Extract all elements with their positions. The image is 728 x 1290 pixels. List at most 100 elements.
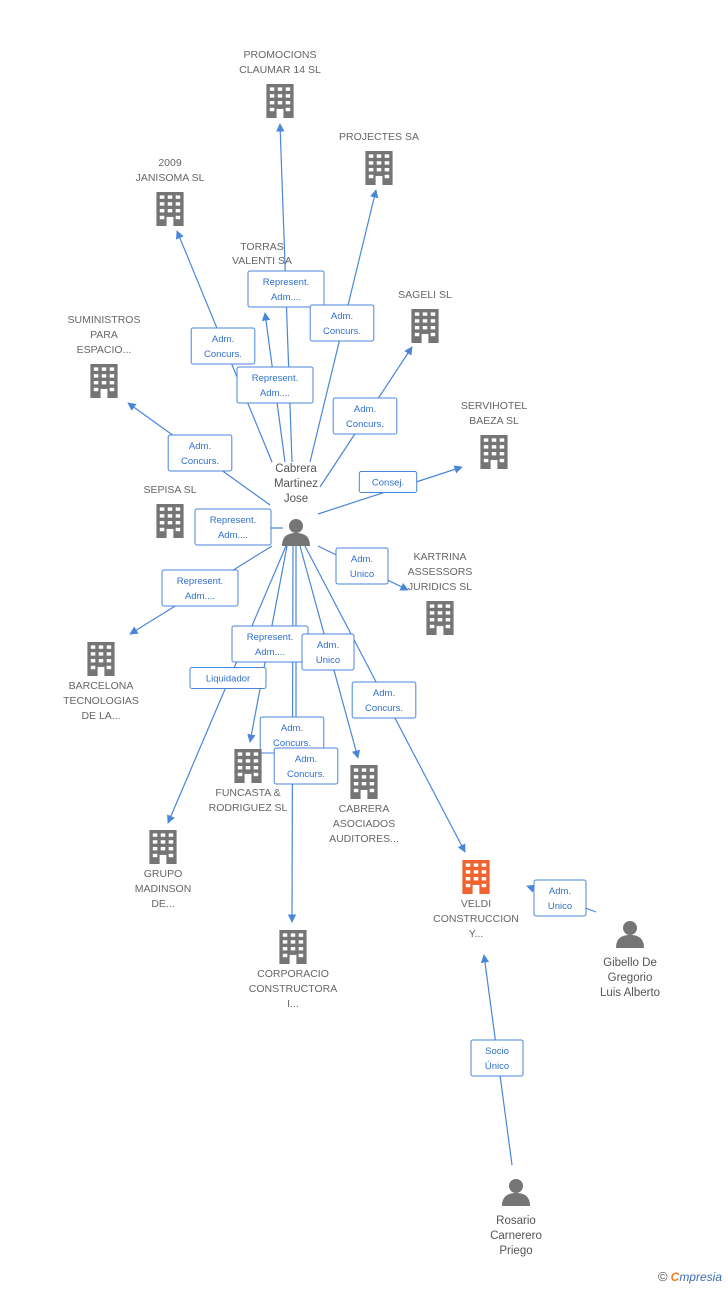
company-name-line: RODRIGUEZ SL <box>209 802 288 814</box>
edge-label-box[interactable] <box>167 434 233 472</box>
edge-label-cabrera-to-funcasta[interactable]: Adm.Concurs. <box>273 747 339 785</box>
footer-brand: ©Cmpresia <box>658 1269 722 1284</box>
company-name-line: CABRERA <box>339 803 390 815</box>
edge-label-text: Adm. <box>354 404 376 415</box>
edge-label-box[interactable] <box>194 508 272 546</box>
company-name-line: SERVIHOTEL <box>461 400 527 412</box>
company-name-line: ASSESSORS <box>408 566 473 578</box>
edge-label-cabrera-to-sageli[interactable]: Adm. Concurs. <box>332 397 398 435</box>
edge-label-cabrera-to-sepisa[interactable]: Represent.Adm.... <box>194 508 272 546</box>
edge-label-box[interactable] <box>533 879 587 917</box>
edge-label-text: Adm.... <box>260 388 290 399</box>
edge-label-cabrera-to-grupo[interactable]: Liquidador <box>189 667 267 689</box>
person-icon <box>282 519 310 546</box>
edge-label-box[interactable] <box>189 667 267 689</box>
building-icon <box>87 642 115 676</box>
company-name-line: GRUPO <box>144 868 183 880</box>
edge-label-cabrera-to-projectes[interactable]: Adm.Concurs. <box>309 304 375 342</box>
edge-label-text: Liquidador <box>206 674 250 685</box>
edge-label-box[interactable] <box>236 366 314 404</box>
company-name-line: ASOCIADOS <box>333 818 395 830</box>
edge-label-text: Concurs. <box>346 419 384 430</box>
edge-label-box[interactable] <box>332 397 398 435</box>
edge-label-text: Concurs. <box>204 349 242 360</box>
edge-label-text: Represent. <box>263 277 309 288</box>
edge-label-text: Concurs. <box>323 326 361 337</box>
edge-label-box[interactable] <box>358 471 418 493</box>
edge-label-text: Único <box>485 1061 509 1072</box>
building-icon <box>156 504 184 538</box>
company-node-corporacio[interactable]: CORPORACIO CONSTRUCTORA I... <box>249 930 337 1010</box>
edge-label-cabrera-to-suministros[interactable]: Adm.Concurs. <box>167 434 233 472</box>
company-name-line: KARTRINA <box>414 551 467 563</box>
company-name-line: VELDI <box>461 898 491 910</box>
company-node-veldi[interactable]: VELDICONSTRUCCIONY... <box>433 860 519 940</box>
company-name-line: I... <box>287 998 299 1010</box>
edge-label-box[interactable] <box>335 547 389 585</box>
edge-label-text: Represent. <box>210 515 256 526</box>
company-name-line: BARCELONA <box>69 680 134 692</box>
edge-label-text: Adm. <box>351 554 373 565</box>
person-name-line: Luis Alberto <box>600 987 660 999</box>
company-node-sageli[interactable]: SAGELI SL <box>398 289 452 343</box>
edge-label-text: Represent. <box>247 632 293 643</box>
brand-logo-initial: C <box>670 1270 680 1284</box>
company-node-suministros[interactable]: SUMINISTROSPARAESPACIO... <box>68 314 141 398</box>
edge-label-cabrera-to-janisoma[interactable]: Adm. Concurs. <box>190 327 256 365</box>
person-icon <box>502 1179 530 1206</box>
company-name-line: CONSTRUCTORA <box>249 983 337 995</box>
edge-label-box[interactable] <box>309 304 375 342</box>
person-name-line: Jose <box>284 493 308 505</box>
company-name-line: AUDITORES... <box>329 833 399 845</box>
person-name-line: Gregorio <box>608 972 653 984</box>
company-node-sepisa[interactable]: SEPISA SL <box>143 484 197 538</box>
company-name-line: SAGELI SL <box>398 289 452 301</box>
edge-label-box[interactable] <box>301 633 355 671</box>
edge-label-cabrera-to-barcelona[interactable]: Represent.Adm.... <box>161 569 239 607</box>
company-name-line: BAEZA SL <box>469 415 519 427</box>
edge-label-text: Unico <box>350 569 374 580</box>
highlighted-building-icon <box>462 860 490 894</box>
brand-logo-text: mpresia <box>679 1270 722 1284</box>
edge-label-box[interactable] <box>161 569 239 607</box>
edge-label-cabrera-to-torras[interactable]: Represent.Adm.... <box>236 366 314 404</box>
edge-label-cabrera-to-veldi[interactable]: Adm.Concurs. <box>351 681 417 719</box>
edge-label-text: Concurs. <box>365 703 403 714</box>
edge-label-cabrera-to-servihotel[interactable]: Consej. <box>358 471 418 493</box>
company-node-grupo[interactable]: GRUPOMADINSONDE... <box>135 830 192 910</box>
company-node-cabrera_aud[interactable]: CABRERA ASOCIADOS AUDITORES... <box>329 765 399 845</box>
edge-label-gibello-to-veldi[interactable]: Adm.Unico <box>533 879 587 917</box>
building-icon <box>480 435 508 469</box>
edge-label-cabrera-to-promocions[interactable]: Represent.Adm.... <box>247 270 325 308</box>
company-node-projectes[interactable]: PROJECTES SA <box>339 131 419 185</box>
edge-label-box[interactable] <box>351 681 417 719</box>
edge-label-cabrera-to-cabrera_aud[interactable]: Adm.Unico <box>301 633 355 671</box>
company-name-line: ESPACIO... <box>77 344 132 356</box>
person-name-line: Cabrera <box>275 463 317 475</box>
company-node-servihotel[interactable]: SERVIHOTEL BAEZA SL <box>461 400 527 469</box>
edge-label-cabrera-to-kartrina[interactable]: Adm. Unico <box>335 547 389 585</box>
edge-label-box[interactable] <box>190 327 256 365</box>
edge-label-text: Represent. <box>177 576 223 587</box>
company-name-line: CORPORACIO <box>257 968 329 980</box>
edge-label-text: Concurs. <box>181 456 219 467</box>
edge-label-text: Unico <box>316 655 340 666</box>
edge-label-box[interactable] <box>273 747 339 785</box>
company-node-funcasta[interactable]: FUNCASTA &RODRIGUEZ SL <box>209 749 288 814</box>
edge-label-cabrera-to-funcasta[interactable]: Represent.Adm.... <box>231 625 309 663</box>
edge-label-box[interactable] <box>470 1039 524 1077</box>
edge-label-text: Adm. <box>212 334 234 345</box>
edge-label-box[interactable] <box>247 270 325 308</box>
building-icon <box>266 84 294 118</box>
building-icon <box>411 309 439 343</box>
